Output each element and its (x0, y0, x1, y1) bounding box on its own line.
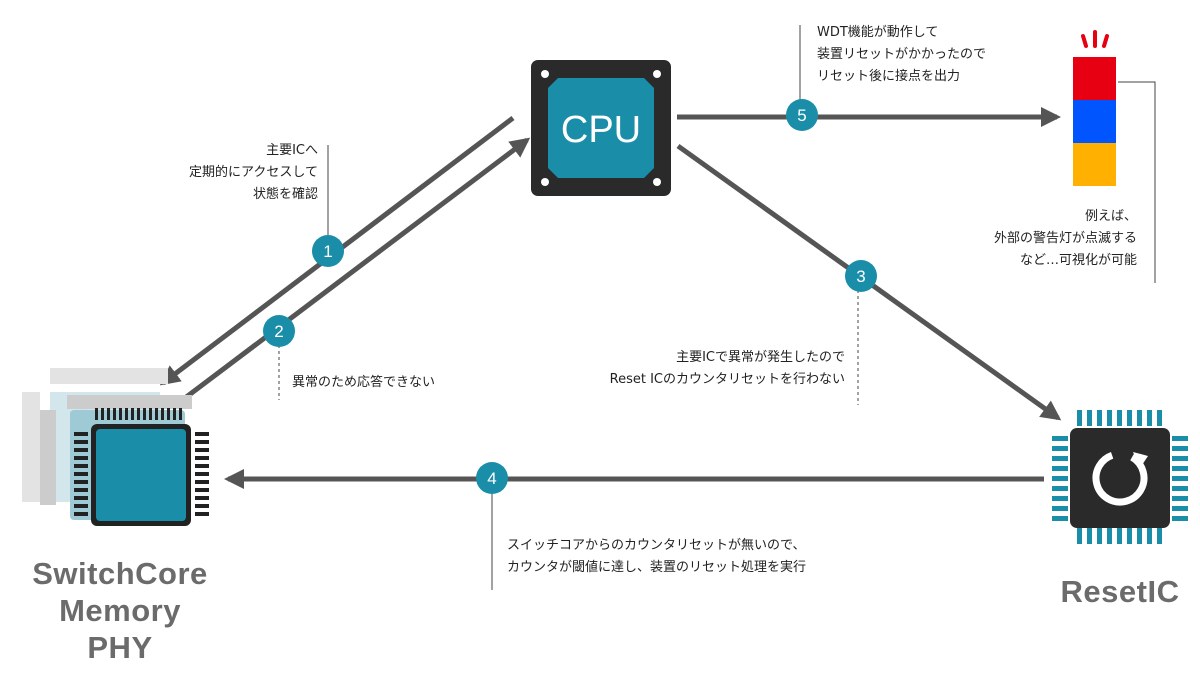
reset-ic-body (1070, 428, 1170, 528)
step-number-3: 3 (856, 267, 865, 286)
switchcore-label-line: Memory (59, 593, 181, 628)
step-number-1: 1 (323, 242, 332, 261)
note-step2: 異常のため応答できない (292, 372, 435, 394)
leader-lamp (1118, 81, 1156, 283)
note-lamp-line: 例えば、 (1084, 209, 1137, 224)
chip-front-pins (74, 408, 209, 516)
chip-front-core (96, 429, 186, 521)
step-badge-5: 5 (786, 99, 818, 131)
warning-lamp (1073, 30, 1116, 186)
cpu-chip: CPU (531, 60, 671, 196)
step-badge-4: 4 (476, 462, 508, 494)
note-lamp: 例えば、 外部の警告灯が点滅する など…可視化が可能 (994, 206, 1137, 272)
switchcore-label-line: SwitchCore (32, 556, 208, 591)
lamp-flash-marks (1081, 30, 1109, 48)
switchcore-label: SwitchCore Memory PHY (10, 555, 230, 666)
switchcore-chip-stack (22, 368, 209, 526)
lamp-yellow-segment (1073, 143, 1116, 186)
note-step1-line: 主要ICへ (266, 143, 318, 158)
note-lamp-line: など…可視化が可能 (1019, 253, 1137, 268)
note-step5-line: 装置リセットがかかったので (817, 47, 987, 62)
step-badge-1: 1 (312, 235, 344, 267)
note-step1: 主要ICへ 定期的にアクセスして 状態を確認 (189, 140, 318, 206)
note-lamp-line: 外部の警告灯が点滅する (993, 231, 1137, 246)
note-step4-line: スイッチコアからのカウンタリセットが無いので、 (507, 538, 806, 553)
note-step4-line: カウンタが閾値に達し、装置のリセット処理を実行 (507, 560, 807, 575)
lamp-red-segment (1073, 57, 1116, 100)
reset-ic-label-text: ResetIC (1060, 574, 1180, 609)
note-step5: WDT機能が動作して 装置リセットがかかったので リセット後に接点を出力 (817, 22, 986, 88)
step-badge-2: 2 (263, 315, 295, 347)
step-number-2: 2 (274, 322, 283, 341)
note-step1-line: 状態を確認 (252, 187, 318, 202)
note-step1-line: 定期的にアクセスして (189, 165, 318, 180)
note-step4: スイッチコアからのカウンタリセットが無いので、 カウンタが閾値に達し、装置のリセ… (507, 535, 806, 579)
leader-lines (278, 25, 1156, 590)
step-number-4: 4 (487, 469, 496, 488)
note-step3-line: 主要ICで異常が発生したので (676, 350, 845, 365)
note-step5-line: WDT機能が動作して (817, 25, 939, 40)
step-number-5: 5 (797, 106, 806, 125)
lamp-blue-segment (1073, 100, 1116, 143)
note-step5-line: リセット後に接点を出力 (817, 69, 961, 84)
reset-ic-label: ResetIC (1045, 573, 1195, 610)
reset-ic-chip (1052, 410, 1188, 544)
cpu-label: CPU (561, 109, 641, 151)
arrow-switchcore-to-cpu (183, 137, 531, 400)
step-badge-3: 3 (845, 260, 877, 292)
reset-ic-pins (1052, 410, 1188, 544)
note-step2-line: 異常のため応答できない (292, 375, 436, 390)
note-step3-line: Reset ICのカウンタリセットを行わない (609, 372, 845, 387)
switchcore-label-line: PHY (87, 630, 153, 665)
refresh-icon (1092, 450, 1148, 506)
note-step3: 主要ICで異常が発生したので Reset ICのカウンタリセットを行わない (610, 347, 845, 391)
